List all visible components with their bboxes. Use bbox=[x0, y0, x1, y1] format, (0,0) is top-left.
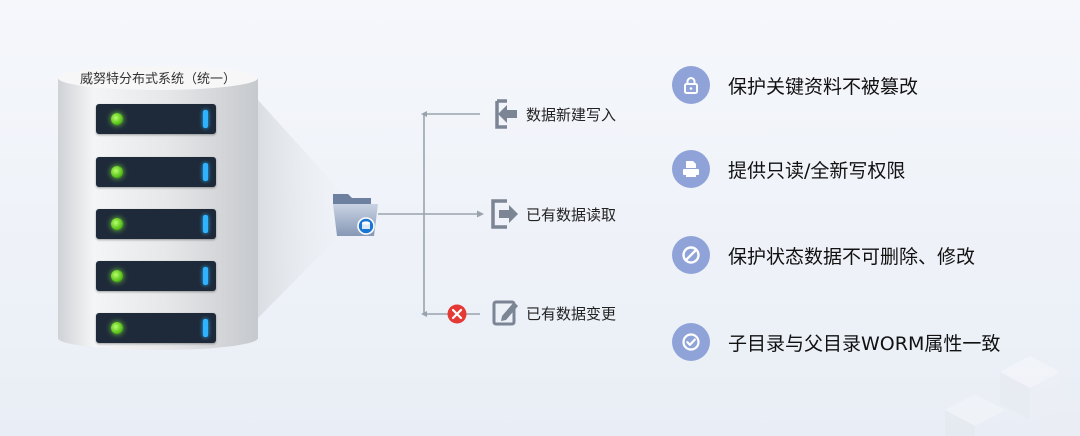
feature-label: 提供只读/全新写权限 bbox=[728, 160, 906, 182]
branch-connectors bbox=[378, 113, 480, 315]
connector-arrowheads bbox=[421, 111, 484, 317]
activity-bar-icon bbox=[203, 319, 208, 337]
ban-icon bbox=[672, 236, 710, 274]
branch-label-write: 数据新建写入 bbox=[526, 106, 617, 124]
server-unit bbox=[96, 104, 216, 134]
database-badge-icon bbox=[357, 217, 375, 235]
background-cubes-decoration bbox=[945, 356, 1080, 436]
status-led-icon bbox=[111, 322, 123, 334]
export-icon bbox=[491, 199, 518, 229]
branch-label-read: 已有数据读取 bbox=[526, 206, 617, 224]
data-flow-cone bbox=[258, 100, 345, 318]
status-led-icon bbox=[111, 113, 123, 125]
feature-label: 保护关键资料不被篡改 bbox=[728, 76, 919, 98]
check-circle-icon bbox=[672, 323, 710, 361]
server-unit bbox=[96, 313, 216, 343]
status-led-icon bbox=[111, 218, 123, 230]
server-unit bbox=[96, 261, 216, 291]
printer-icon bbox=[672, 150, 710, 188]
import-icon bbox=[495, 99, 517, 129]
feature-label: 子目录与父目录WORM属性一致 bbox=[728, 333, 1001, 355]
status-led-icon bbox=[111, 270, 123, 282]
activity-bar-icon bbox=[203, 267, 208, 285]
system-title: 威努特分布式系统（统一） bbox=[79, 72, 236, 87]
x-circle-icon bbox=[447, 304, 467, 324]
feature-label: 保护状态数据不可删除、修改 bbox=[728, 246, 976, 268]
server-unit bbox=[96, 209, 216, 239]
server-unit bbox=[96, 157, 216, 187]
activity-bar-icon bbox=[203, 215, 208, 233]
activity-bar-icon bbox=[203, 163, 208, 181]
lock-icon bbox=[672, 66, 710, 104]
status-led-icon bbox=[111, 166, 123, 178]
edit-icon bbox=[492, 300, 518, 326]
branch-label-modify: 已有数据变更 bbox=[526, 305, 617, 323]
activity-bar-icon bbox=[203, 110, 208, 128]
